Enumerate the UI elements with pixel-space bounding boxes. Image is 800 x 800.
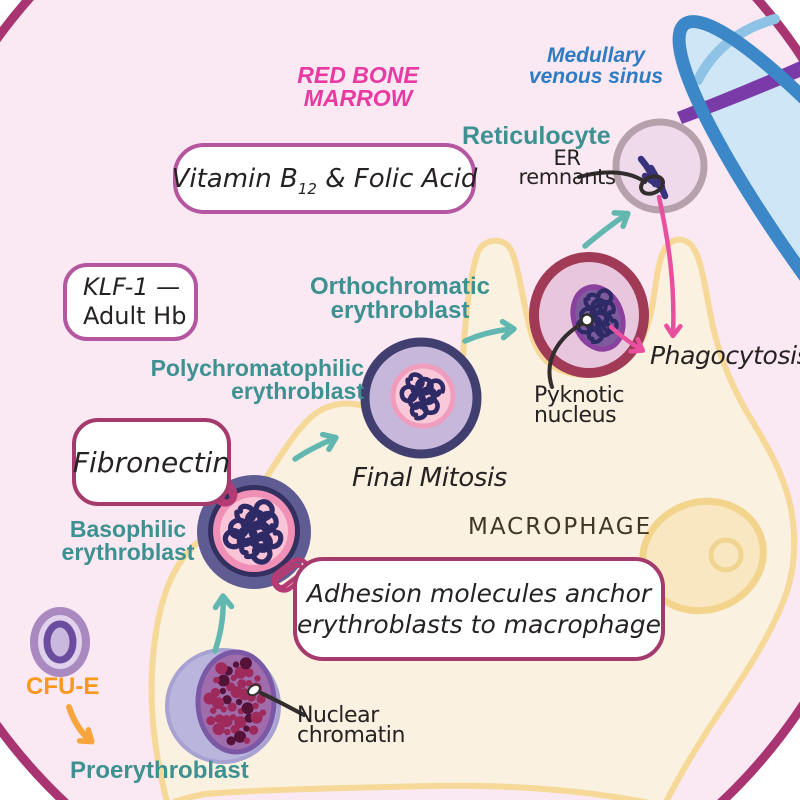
fibronectin-text: Fibronectin: [72, 445, 231, 479]
pyknotic-pointer: [547, 321, 585, 389]
label-macrophage: MACROPHAGE: [468, 514, 653, 540]
arrow-retic-phagocytosis-icon: [656, 194, 683, 339]
label-phagocytosis: Phagocytosis: [650, 341, 800, 370]
label-final-mitosis: Final Mitosis: [352, 463, 507, 493]
vitamin-subscript: 12: [297, 179, 317, 198]
nuclear-chromatin-pointer: [259, 691, 306, 717]
vitamin-prefix: Vitamin B: [171, 163, 298, 194]
pyknotic-line1: Pyknotic: [534, 383, 625, 408]
vitamin-suffix: & Folic Acid: [316, 163, 478, 194]
adhesion-line1: Adhesion molecules anchor: [306, 578, 652, 608]
vitamin-note-text: Vitamin B12 & Folic Acid: [171, 163, 478, 198]
label-proerythroblast: Proerythroblast: [70, 757, 249, 784]
pyknotic-line2: nucleus: [534, 402, 617, 428]
vessel-label: Medullary venous sinus: [496, 45, 696, 87]
adhesion-note-box: Adhesion molecules anchor erythroblasts …: [293, 557, 665, 661]
region-title-line1: RED BONE: [297, 62, 419, 88]
label-polychromatophilic: Polychromatophilic erythroblast: [130, 355, 364, 405]
basophilic-line2: erythroblast: [61, 539, 195, 565]
vitamin-note-box: Vitamin B12 & Folic Acid: [171, 143, 478, 214]
orthochromatic-line2: erythroblast: [330, 296, 470, 324]
arrow-poly-to-ortho-icon: [462, 318, 517, 344]
arrow-nucleus-phagocytosis-icon: [608, 324, 646, 354]
label-basophilic: Basophilic erythroblast: [28, 518, 228, 564]
label-reticulocyte: Reticulocyte: [462, 122, 611, 150]
nuclear-chromatin-line1: Nuclear: [297, 703, 379, 728]
er-remnants-pointer: [577, 170, 647, 184]
er-remnants-line1: ER: [553, 146, 581, 170]
proerythroblast-cell: [165, 648, 281, 764]
basophilic-line1: Basophilic: [69, 516, 187, 542]
polychromatophilic-line2: erythroblast: [231, 378, 364, 405]
nuclear-chromatin-dots: [203, 657, 267, 746]
orthochromatic-line1: Orthochromatic: [309, 273, 491, 300]
nuclear-chromatin-highlight-dot: [247, 683, 261, 697]
label-orthochromatic: Orthochromatic erythroblast: [302, 275, 498, 322]
arrow-baso-to-poly-icon: [292, 431, 339, 462]
region-title-line2: MARROW: [303, 85, 413, 112]
label-nuclear-chromatin: Nuclear chromatin: [297, 703, 406, 748]
label-cfu-e: CFU-E: [26, 673, 100, 700]
medullary-venous-sinus: [672, 14, 800, 585]
er-remnants-ring-icon: [639, 174, 665, 196]
nuclear-chromatin-line2: chromatin: [297, 722, 406, 748]
fibronectin-note-box: Fibronectin: [72, 418, 231, 506]
klf-line1: KLF-1 —: [83, 273, 181, 302]
label-pyknotic: Pyknotic nucleus: [534, 383, 625, 428]
region-title: RED BONE MARROW: [258, 62, 458, 112]
arrow-ortho-to-retic-icon: [582, 210, 631, 249]
klf-note-box: KLF-1 — Adult Hb: [63, 263, 198, 341]
arrow-cfue-to-pro-icon: [66, 704, 95, 745]
klf-line2: Adult Hb: [83, 302, 187, 330]
polychromatophilic-line1: Polychromatophilic: [150, 355, 364, 381]
pyknotic-highlight-dot: [580, 313, 594, 327]
label-er-remnants: ER remnants: [505, 146, 629, 190]
basophilic-erythroblast-cell: [197, 466, 312, 595]
vessel-label-line2: venous sinus: [528, 65, 664, 88]
cfu-e-cell: [30, 607, 90, 677]
er-remnants-line2: remnants: [518, 165, 616, 190]
arrow-pro-to-baso-icon: [212, 593, 235, 654]
adhesion-line2: erythroblasts to macrophage: [297, 610, 661, 639]
vessel-label-line1: Medullary: [546, 44, 646, 67]
polychromatophilic-erythroblast-cell: [360, 337, 482, 459]
